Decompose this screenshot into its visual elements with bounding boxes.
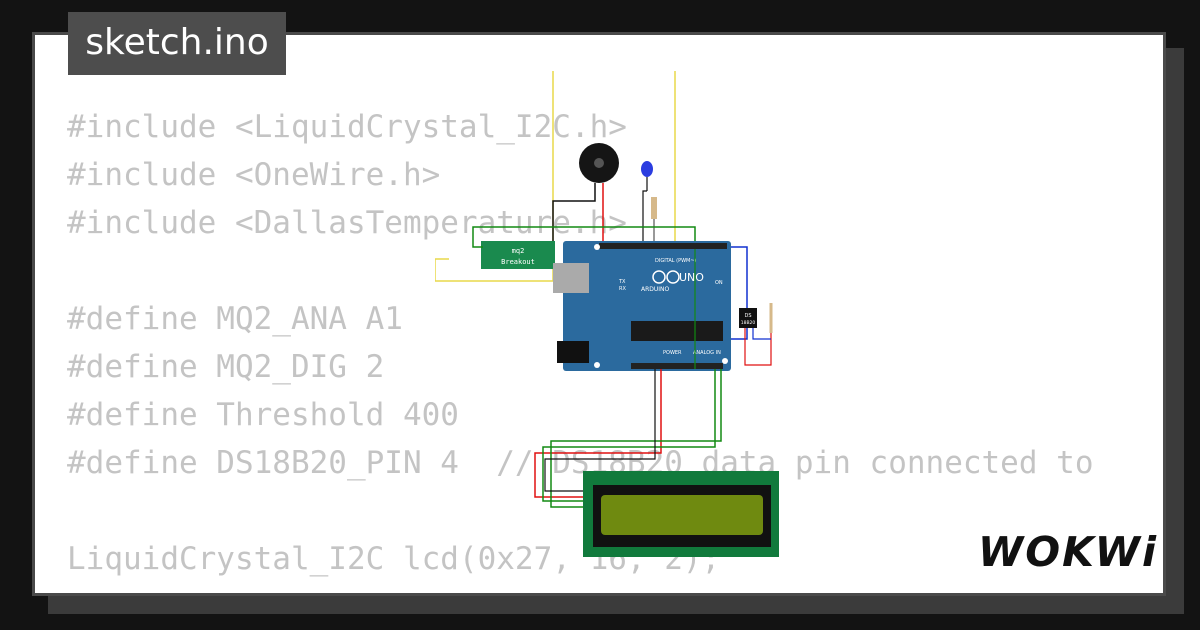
wire-red-sensor xyxy=(744,328,772,366)
sensor-label-1: DS xyxy=(744,313,751,319)
code-line: #define MQ2_DIG 2 xyxy=(67,349,385,385)
power-jack xyxy=(557,341,589,363)
board-brand: ARDUINO xyxy=(641,286,670,293)
digital-label: DIGITAL (PWM~) xyxy=(655,258,697,264)
board-logo-2 xyxy=(666,270,680,284)
circuit-diagram: mq2 Breakout UNO ARDUINO DIGITAL (PWM~) … xyxy=(435,71,779,557)
wokwi-logo-text: WOKWi xyxy=(978,528,1159,576)
wire-green-lcd-1 xyxy=(550,369,722,508)
wire-green-top xyxy=(472,226,696,248)
code-line: #define MQ2_ANA A1 xyxy=(67,301,403,337)
board-hole-3 xyxy=(722,358,728,364)
mq2-breakout xyxy=(481,241,555,269)
code-line: #include <LiquidCrystal_I2C.h> xyxy=(67,109,627,145)
digital-header xyxy=(599,243,727,249)
analog-label: ANALOG IN xyxy=(693,350,721,356)
usb-port xyxy=(553,263,589,293)
board-logo xyxy=(652,270,666,284)
code-line: int buzzerPin = 13; xyxy=(67,583,1094,593)
ds18b20-sensor xyxy=(739,308,757,328)
wokwi-logo[interactable]: WOKWi xyxy=(978,526,1159,578)
wire-green-lcd-2 xyxy=(542,369,716,502)
tx-label: TX xyxy=(618,279,626,285)
board-hole-1 xyxy=(594,244,600,250)
rx-label: RX xyxy=(619,286,626,292)
filename-tab[interactable]: sketch.ino xyxy=(68,12,286,75)
board-hole-2 xyxy=(594,362,600,368)
on-label: ON xyxy=(715,280,723,286)
preview-card: #include <LiquidCrystal_I2C.h> #include <… xyxy=(32,32,1166,596)
mq2-label-1: mq2 xyxy=(512,247,525,255)
atmega-chip xyxy=(631,321,723,341)
analog-header xyxy=(631,363,723,369)
led xyxy=(641,161,653,177)
lcd-screen xyxy=(601,495,763,535)
mq2-label-2: Breakout xyxy=(501,258,535,266)
resistor xyxy=(651,197,657,219)
wire-black-lcd xyxy=(544,369,656,492)
board-name: UNO xyxy=(679,271,704,284)
wire-black-led xyxy=(642,190,647,245)
buzzer-center xyxy=(594,158,604,168)
power-label: POWER xyxy=(663,350,682,356)
sensor-label-2: 18B20 xyxy=(741,320,756,326)
wire-blue-sensor xyxy=(752,328,771,340)
wire-yellow-3 xyxy=(435,258,553,282)
code-line: #include <OneWire.h> xyxy=(67,157,441,193)
code-line: #include <DallasTemperature.h> xyxy=(67,205,627,241)
wire-black-buzzer xyxy=(552,183,596,245)
code-line: #define Threshold 400 xyxy=(67,397,459,433)
